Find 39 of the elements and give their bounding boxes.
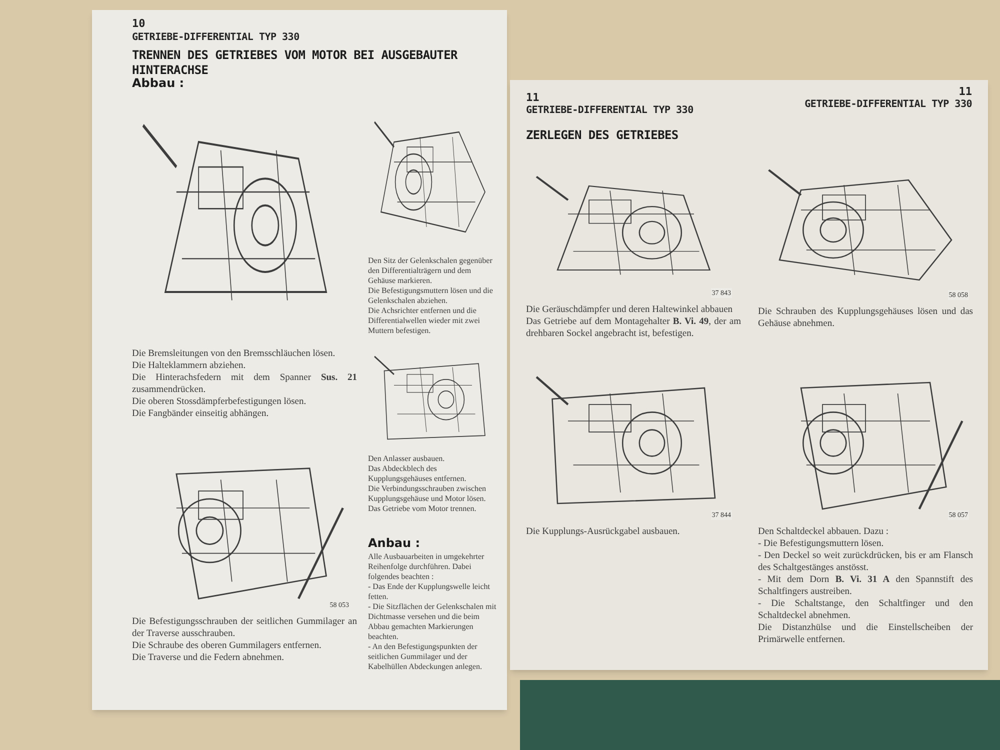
instruction-text: Die Schraube des oberen Gummilagers entfernen. bbox=[132, 640, 322, 652]
subheading: Anbau : bbox=[368, 535, 420, 552]
instruction-text: Die Traverse und die Federn abnehmen. bbox=[132, 652, 284, 664]
instruction-text: - Das Ende der Kupplungswelle leicht fetten. bbox=[368, 582, 491, 602]
page-number: 10 bbox=[132, 16, 146, 32]
running-header: GETRIEBE-DIFFERENTIAL TYP 330 bbox=[804, 98, 972, 112]
instruction-text: Die Befestigungsmuttern lösen und die Gelenkschalen abziehen. bbox=[368, 286, 494, 306]
instruction-text: Die Hinterachsfedern mit dem Spanner Sus. 21 zusammendrücken. bbox=[132, 372, 357, 396]
running-header: GETRIEBE-DIFFERENTIAL TYP 330 bbox=[132, 31, 300, 45]
subheading: Abbau : bbox=[132, 75, 184, 92]
instruction-text: Die oberen Stossdämpferbefestigungen lösen. bbox=[132, 396, 306, 408]
instruction-text: Die Distanzhülse und die Einstellscheiben der Primärwelle entfernen. bbox=[758, 622, 973, 646]
instruction-text: Die Kupplungs-Ausrückgabel ausbauen. bbox=[526, 526, 680, 538]
instruction-text: Die Achsrichter entfernen und die Differentialwellen wieder mit zwei Muttern befestigen. bbox=[368, 306, 482, 336]
instruction-text: Die Fangbänder einseitig abhängen. bbox=[132, 408, 269, 420]
instruction-text: Das Getriebe vom Motor trennen. bbox=[368, 504, 476, 514]
instruction-text: Die Verbindungsschrauben zwischen Kupplungsgehäuse und Motor lösen. bbox=[368, 484, 488, 504]
running-header: GETRIEBE-DIFFERENTIAL TYP 330 bbox=[526, 104, 694, 118]
instruction-text: - An den Befestigungspunkten der seitlichen Gummilager und der Kabelhüllen Abdeckungen anlegen. bbox=[368, 642, 483, 672]
instruction-text: Alle Ausbauarbeiten in umgekehrter Reihenfolge durchführen. Dabei folgendes beachten : bbox=[368, 552, 486, 582]
section-title: TRENNEN DES GETRIEBES VOM MOTOR BEI AUSGEBAUTER HINTERACHSE bbox=[132, 48, 459, 78]
instruction-text: - Die Befestigungsmuttern lösen. bbox=[758, 538, 884, 550]
instruction-text: - Den Deckel so weit zurückdrücken, bis er am Flansch des Schaltgestänges anstösst. bbox=[758, 550, 973, 574]
instruction-text: Die Halteklammern abziehen. bbox=[132, 360, 246, 372]
instruction-text: Die Geräuschdämpfer und deren Haltewinkel abbauen bbox=[526, 304, 733, 316]
page-number: 11 bbox=[526, 90, 540, 106]
section-title: ZERLEGEN DES GETRIEBES bbox=[526, 128, 678, 143]
instruction-text: Das Abdeckblech des Kupplungsgehäuses entfernen. bbox=[368, 464, 468, 484]
page-number: 11 bbox=[958, 84, 972, 100]
instruction-text: Den Sitz der Gelenkschalen gegenüber den Differentialträgern und dem Gehäuse markieren. bbox=[368, 256, 494, 286]
instruction-text: - Die Schaltstange, den Schaltfinger und den Schaltdeckel abnehmen. bbox=[758, 598, 973, 622]
instruction-text: Die Schrauben des Kupplungsgehäuses lösen und das Gehäuse abnehmen. bbox=[758, 306, 973, 330]
instruction-text: Den Schaltdeckel abbauen. Dazu : bbox=[758, 526, 889, 538]
instruction-text: - Die Sitzflächen der Gelenkschalen mit Dichtmasse versehen und die beim Abbau gemachten Markierungen beachten. bbox=[368, 602, 498, 642]
instruction-text: Den Anlasser ausbauen. bbox=[368, 454, 445, 464]
instruction-text: Die Befestigungsschrauben der seitlichen Gummilager an der Traverse ausschrauben. bbox=[132, 616, 357, 640]
instruction-text: Das Getriebe auf dem Montagehalter B. Vi. 49, der am drehbaren Sockel angebracht ist, befestigen. bbox=[526, 316, 741, 340]
instruction-text: - Mit dem Dorn B. Vi. 31 A den Spannstift des Schaltfingers austreiben. bbox=[758, 574, 973, 598]
instruction-text: Die Bremsleitungen von den Bremsschläuchen lösen. bbox=[132, 348, 336, 360]
